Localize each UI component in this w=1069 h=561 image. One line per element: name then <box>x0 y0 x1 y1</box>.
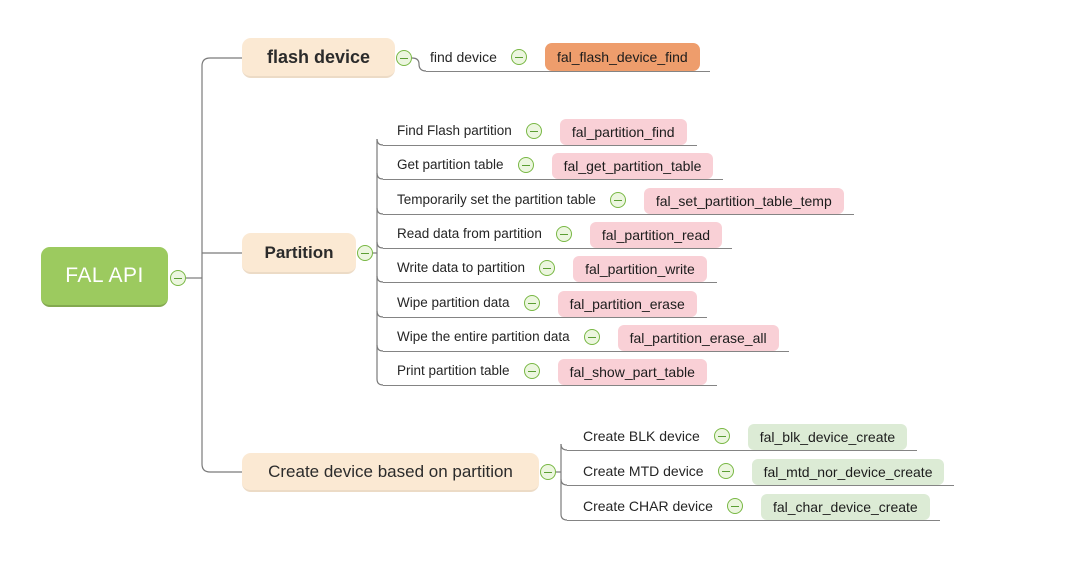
child-label: Wipe partition data <box>397 295 510 310</box>
function-node[interactable]: fal_partition_write <box>573 256 707 282</box>
root-node-fal-api[interactable]: FAL API <box>41 247 168 307</box>
collapse-icon[interactable] <box>525 123 542 139</box>
collapse-icon[interactable] <box>510 49 527 65</box>
minus-glyph <box>721 470 730 472</box>
function-node[interactable]: fal_show_part_table <box>557 359 707 385</box>
minus-glyph <box>543 267 552 269</box>
minus-glyph <box>527 302 536 304</box>
branch-node-create-device[interactable]: Create device based on partition <box>242 453 539 492</box>
child-label: Temporarily set the partition table <box>397 192 596 207</box>
minus-glyph <box>174 277 182 279</box>
child-label: Create MTD device <box>583 463 704 479</box>
child-label: Wipe the entire partition data <box>397 329 570 344</box>
mindmap-child-row[interactable]: Print partition table fal_show_part_tabl… <box>383 357 717 386</box>
collapse-icon[interactable] <box>523 363 540 379</box>
mindmap-child-row[interactable]: Create CHAR device fal_char_device_creat… <box>567 492 940 521</box>
collapse-icon[interactable] <box>713 428 730 444</box>
function-node[interactable]: fal_partition_find <box>559 119 687 145</box>
collapse-icon[interactable] <box>170 270 186 286</box>
mindmap-child-row[interactable]: Temporarily set the partition table fal_… <box>383 186 854 215</box>
minus-glyph <box>361 252 369 254</box>
branch-node-flash-device[interactable]: flash device <box>242 38 395 78</box>
function-node[interactable]: fal_mtd_nor_device_create <box>751 459 945 485</box>
child-label: Create CHAR device <box>583 498 713 514</box>
minus-glyph <box>587 336 596 338</box>
function-node[interactable]: fal_flash_device_find <box>544 43 700 71</box>
minus-glyph <box>544 471 552 473</box>
minus-glyph <box>730 505 739 507</box>
minus-glyph <box>529 130 538 132</box>
mindmap-child-row[interactable]: Write data to partition fal_partition_wr… <box>383 254 717 283</box>
collapse-icon[interactable] <box>396 50 412 66</box>
function-node[interactable]: fal_set_partition_table_temp <box>643 188 844 214</box>
collapse-icon[interactable] <box>726 498 743 514</box>
minus-glyph <box>527 370 536 372</box>
collapse-icon[interactable] <box>609 192 626 208</box>
collapse-icon[interactable] <box>539 260 556 276</box>
collapse-icon[interactable] <box>523 295 540 311</box>
minus-glyph <box>521 164 530 166</box>
function-node[interactable]: fal_partition_erase <box>557 291 697 317</box>
function-node[interactable]: fal_partition_erase_all <box>617 325 779 351</box>
mindmap-child-row[interactable]: Create MTD device fal_mtd_nor_device_cre… <box>567 457 955 486</box>
child-label: find device <box>430 49 497 65</box>
collapse-icon[interactable] <box>717 463 734 479</box>
mindmap-child-row[interactable]: Read data from partition fal_partition_r… <box>383 220 733 249</box>
mindmap-child-row[interactable]: Wipe the entire partition data fal_parti… <box>383 323 789 352</box>
mindmap-child-row[interactable]: Create BLK device fal_blk_device_create <box>567 422 918 451</box>
minus-glyph <box>400 57 408 59</box>
child-label: Write data to partition <box>397 260 526 275</box>
child-label: Read data from partition <box>397 226 542 241</box>
child-label: Create BLK device <box>583 428 700 444</box>
minus-glyph <box>514 56 523 58</box>
mindmap-child-row[interactable]: Get partition table fal_get_partition_ta… <box>383 151 724 180</box>
child-label: Print partition table <box>397 363 510 378</box>
mindmap-child-row[interactable]: Wipe partition data fal_partition_erase <box>383 289 707 318</box>
collapse-icon[interactable] <box>540 464 556 480</box>
function-node[interactable]: fal_char_device_create <box>760 494 930 520</box>
minus-glyph <box>559 233 568 235</box>
function-node[interactable]: fal_blk_device_create <box>747 424 908 450</box>
collapse-icon[interactable] <box>555 226 572 242</box>
mindmap-child-row[interactable]: Find Flash partition fal_partition_find <box>383 117 697 146</box>
collapse-icon[interactable] <box>517 157 534 173</box>
child-label: Get partition table <box>397 157 504 172</box>
function-node[interactable]: fal_get_partition_table <box>551 153 714 179</box>
child-label: Find Flash partition <box>397 123 512 138</box>
function-node[interactable]: fal_partition_read <box>589 222 723 248</box>
collapse-icon[interactable] <box>583 329 600 345</box>
mindmap-child-row[interactable]: find device fal_flash_device_find <box>426 43 710 72</box>
collapse-icon[interactable] <box>357 245 373 261</box>
minus-glyph <box>717 435 726 437</box>
minus-glyph <box>613 199 622 201</box>
branch-node-partition[interactable]: Partition <box>242 233 356 274</box>
